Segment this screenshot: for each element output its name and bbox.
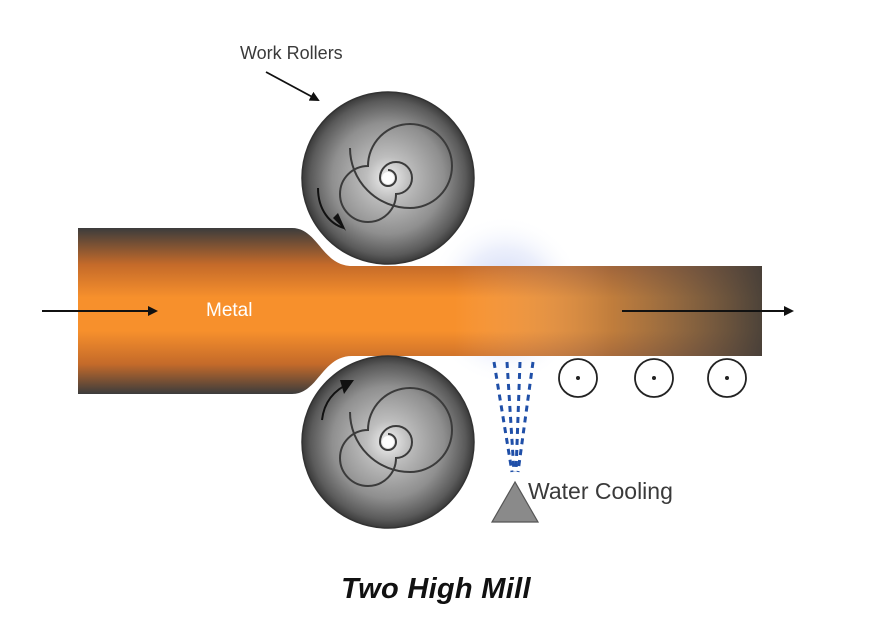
curved-arrow-icon: [317, 187, 346, 231]
diagram-caption: Two High Mill: [341, 573, 531, 605]
top-work-roller: [301, 91, 475, 265]
curved-arrow-icon: [321, 380, 354, 421]
bottom-roller-spiral: [339, 387, 453, 487]
spray-nozzle: [490, 480, 540, 523]
bottom-work-roller: [301, 355, 475, 529]
support-roller: [707, 358, 747, 398]
support-roller: [558, 358, 598, 398]
water-cooling-label: Water Cooling: [528, 478, 673, 504]
top-roller-spiral: [339, 123, 453, 223]
work-rollers-label: Work Rollers: [240, 43, 343, 63]
metal-label: Metal: [206, 300, 252, 321]
support-roller: [634, 358, 674, 398]
metal-workpiece: [78, 228, 762, 394]
water-spray: [492, 361, 535, 473]
support-rollers: [558, 358, 747, 398]
work-rollers-pointer: [265, 71, 320, 101]
